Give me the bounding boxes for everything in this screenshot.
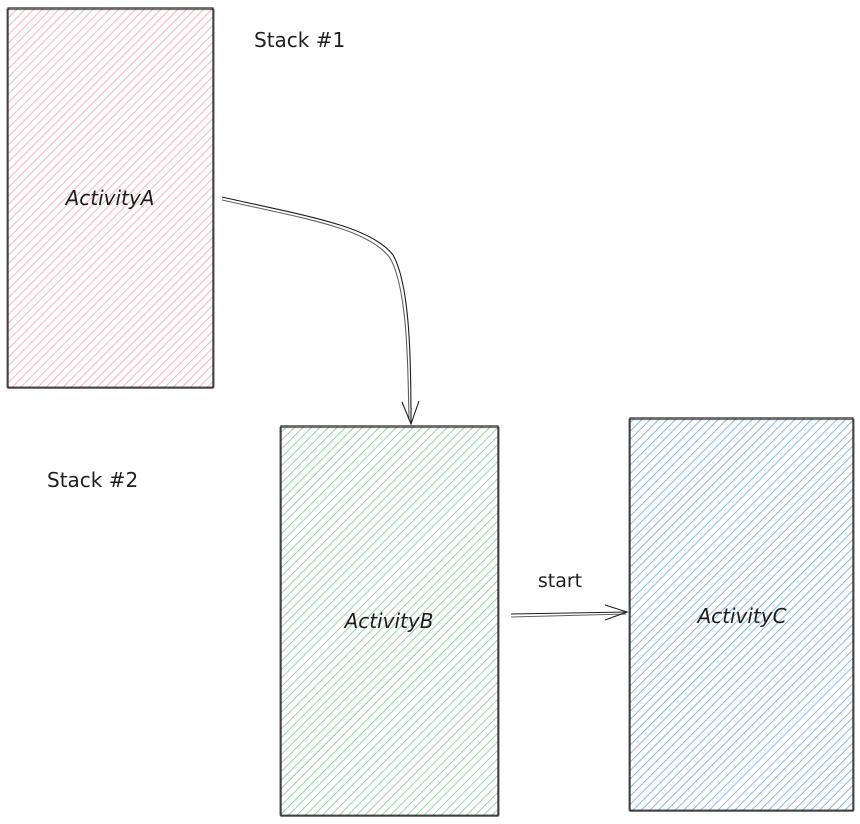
edge-a-to-b — [221, 196, 420, 426]
activity-b-node: ActivityB — [279, 425, 500, 817]
activity-b-label: ActivityB — [343, 609, 434, 633]
stack-2-label: Stack #2 — [47, 468, 138, 492]
activity-b-frame — [280, 425, 499, 817]
stack-1-label: Stack #1 — [254, 28, 345, 52]
activity-c-label: ActivityC — [695, 604, 786, 628]
activity-a-fill — [8, 8, 213, 388]
activity-c-frame — [629, 417, 854, 812]
activity-c-node: ActivityC — [628, 417, 855, 812]
edge-b-to-c-line-sketch — [510, 613, 627, 618]
activity-c-frame-sketch — [628, 418, 855, 811]
activity-a-node: ActivityA — [6, 7, 215, 389]
activity-c-fill — [630, 418, 853, 811]
edge-b-to-c-arrowhead — [604, 604, 629, 621]
activity-a-frame-sketch — [6, 8, 215, 388]
edge-b-to-c: start — [510, 570, 629, 621]
edge-a-to-b-line — [221, 196, 412, 423]
edge-a-to-b-line-sketch — [221, 199, 410, 421]
activity-a-label: ActivityA — [64, 186, 155, 210]
edge-a-to-b-arrowhead — [401, 400, 420, 426]
edge-b-to-c-label: start — [538, 570, 582, 592]
activity-a-frame — [7, 7, 214, 389]
edge-b-to-c-line — [510, 611, 628, 615]
activity-b-fill — [281, 426, 498, 816]
activity-b-frame-sketch — [279, 426, 500, 816]
